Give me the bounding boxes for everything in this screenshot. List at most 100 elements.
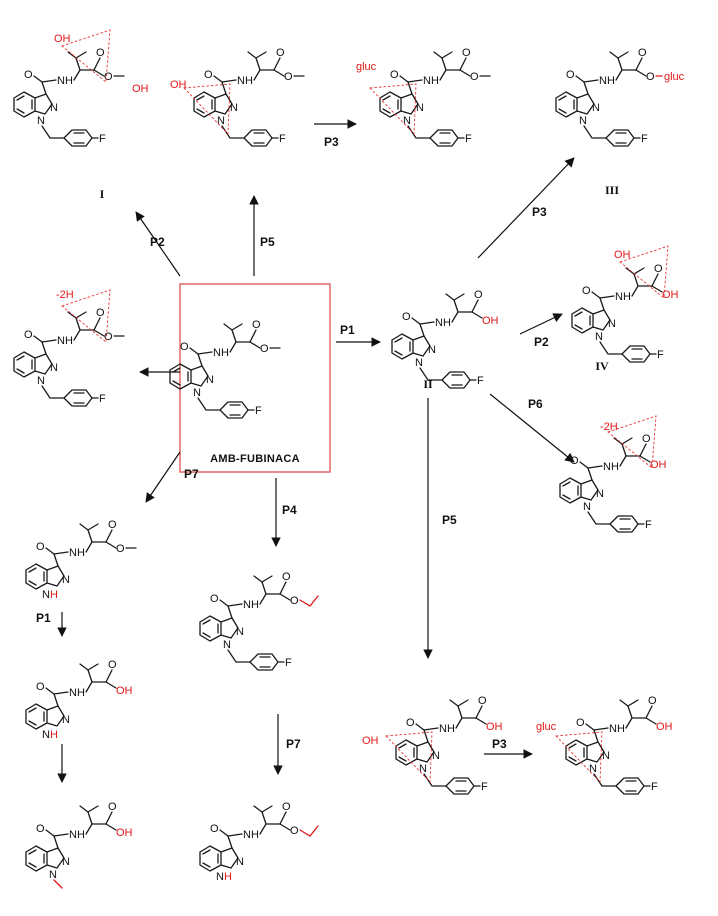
oxygen-label: O	[474, 289, 483, 301]
compound-label-IV: IV	[595, 359, 609, 373]
nitrogen-label: N	[230, 102, 238, 114]
oxygen-label: O	[210, 593, 219, 605]
fluorine-label: F	[99, 393, 106, 405]
arrow-p2-II	[519, 313, 563, 335]
pathway-label-p4: P4	[282, 503, 297, 517]
oxygen-label: O	[104, 71, 113, 83]
nitrogen-label: N	[223, 639, 231, 651]
amide-nh-label: NH	[435, 317, 451, 329]
nitrogen-label: N	[579, 115, 587, 127]
nitrogen-label: N	[419, 763, 427, 775]
oxygen-label: O	[108, 801, 117, 813]
amide-nh-label: NH	[69, 829, 85, 841]
amide-nh-label: NH	[237, 75, 253, 87]
oxygen-label: O	[36, 681, 45, 693]
nitrogen-label: N	[217, 115, 225, 127]
fluorine-label: F	[481, 781, 488, 793]
nitrogen-label: N	[42, 589, 50, 601]
modification-label: -2H	[56, 289, 74, 301]
parent-compound-box	[179, 283, 331, 473]
hydroxyl-label: OH	[486, 721, 503, 733]
modification-label: gluc	[356, 61, 377, 73]
compound-label-III: III	[605, 183, 619, 197]
modification-zone	[607, 415, 657, 469]
modification-zone	[619, 245, 669, 299]
modification-zone	[61, 29, 111, 83]
nitrogen-label: N	[62, 856, 70, 868]
oxygen-label: O	[204, 69, 213, 81]
oxygen-label: O	[290, 595, 299, 607]
glucuronide-label: gluc	[664, 71, 685, 83]
nitrogen-label: N	[592, 102, 600, 114]
amide-nh-label: NH	[243, 829, 259, 841]
modification-label: OH	[132, 83, 149, 95]
hydroxyl-label: OH	[656, 721, 673, 733]
fluorine-label: F	[657, 349, 664, 361]
oxygen-label: O	[96, 307, 105, 319]
modification-label: OH	[170, 79, 187, 91]
pathway-label-p3-II: P3	[532, 205, 547, 219]
nitrogen-label: N	[589, 763, 597, 775]
nitrogen-label: N	[50, 102, 58, 114]
oxygen-label: O	[282, 571, 291, 583]
oxygen-label: O	[36, 823, 45, 835]
oxygen-label: O	[116, 543, 125, 555]
fluorine-label: F	[99, 133, 106, 145]
nitrogen-label: N	[432, 750, 440, 762]
nitrogen-label: N	[583, 501, 591, 513]
pathway-label-p5-parent: P5	[260, 235, 275, 249]
metabolite-n-methyl-acid: NN O NH O OH	[25, 801, 133, 889]
hydroxyl-label: OH	[116, 827, 133, 839]
oxygen-label: O	[96, 47, 105, 59]
fluorine-label: F	[641, 133, 648, 145]
nitrogen-label: N	[403, 115, 411, 127]
amide-nh-label: NH	[69, 547, 85, 559]
nitrogen-label: N	[608, 318, 616, 330]
oxygen-label: O	[252, 319, 261, 331]
indazole-nh-label: H	[224, 871, 232, 883]
nitrogen-label: N	[236, 626, 244, 638]
modification-zone	[61, 289, 111, 343]
amide-nh-label: NH	[243, 599, 259, 611]
nitrogen-label: N	[415, 357, 423, 369]
oxygen-label: O	[402, 311, 411, 323]
nitrogen-label: N	[49, 869, 57, 881]
pathway-label-p3-top: P3	[324, 135, 339, 149]
amide-nh-label: NH	[615, 291, 631, 303]
pathway-label-p3-bottom: P3	[492, 737, 507, 751]
oxygen-label: O	[276, 47, 285, 59]
pathway-label-p2-parent: P2	[150, 235, 165, 249]
fluorine-label: F	[477, 375, 484, 387]
amide-nh-label: NH	[69, 687, 85, 699]
pathway-label-p1-left: P1	[36, 611, 51, 625]
nitrogen-label: N	[216, 871, 224, 883]
hydroxyl-label: OH	[116, 685, 133, 697]
nitrogen-label: N	[62, 574, 70, 586]
pathway-label-p1-parent: P1	[340, 323, 355, 337]
fluorine-label: F	[255, 405, 262, 417]
hydroxyl-label: OH	[650, 459, 667, 471]
nitrogen-label: N	[50, 362, 58, 374]
oxygen-label: O	[108, 519, 117, 531]
modification-zone	[385, 731, 433, 784]
oxygen-label: O	[284, 71, 293, 83]
fluorine-label: F	[465, 133, 472, 145]
indazole-nh-label: H	[50, 589, 58, 601]
fluorine-label: F	[645, 519, 652, 531]
arrow-p3-II	[477, 157, 575, 259]
oxygen-label: O	[290, 825, 299, 837]
pathway-label-p5-II: P5	[442, 513, 457, 527]
oxygen-label: O	[36, 541, 45, 553]
oxygen-label: O	[260, 343, 269, 355]
